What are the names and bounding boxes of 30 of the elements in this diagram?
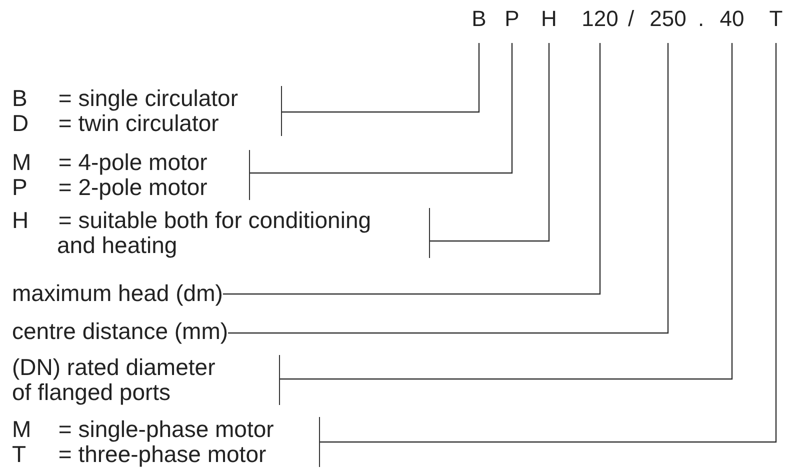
definition-text: centre distance (mm) xyxy=(12,319,228,344)
code-character: P xyxy=(504,6,520,32)
definition-text: B = single circulator xyxy=(12,86,239,111)
definition-text: T = three-phase motor xyxy=(12,442,268,467)
code-character: T xyxy=(769,6,783,32)
leader-line xyxy=(222,43,601,295)
code-character: B xyxy=(472,6,486,32)
bracketed-definition xyxy=(12,417,320,467)
code-character: 40 xyxy=(720,6,744,32)
leader-line xyxy=(282,43,480,113)
definition-text: (DN) rated diameter of flanged ports xyxy=(12,355,216,405)
definition-text: maximum head (dm) xyxy=(12,281,223,306)
leader-line xyxy=(228,43,669,334)
code-separator: . xyxy=(698,6,704,32)
leader-line xyxy=(280,43,733,380)
bracketed-definition xyxy=(12,86,282,136)
leader-line xyxy=(320,43,777,443)
leader-line xyxy=(430,43,550,242)
leader-line xyxy=(250,43,513,174)
definition-text: H = suitable both for conditioning and heating xyxy=(12,208,372,258)
definition-text: M = 4-pole motor xyxy=(12,150,208,175)
code-character: H xyxy=(541,6,557,32)
definition-text: P = 2-pole motor xyxy=(12,175,208,200)
definition-text: M = single-phase motor xyxy=(12,417,275,442)
code-separator: / xyxy=(628,6,634,32)
code-character: 120 xyxy=(582,6,618,32)
bracketed-definition xyxy=(12,355,280,405)
code-character: 250 xyxy=(650,6,686,32)
definition-text: D = twin circulator xyxy=(12,111,220,136)
bracketed-definition xyxy=(12,150,250,200)
